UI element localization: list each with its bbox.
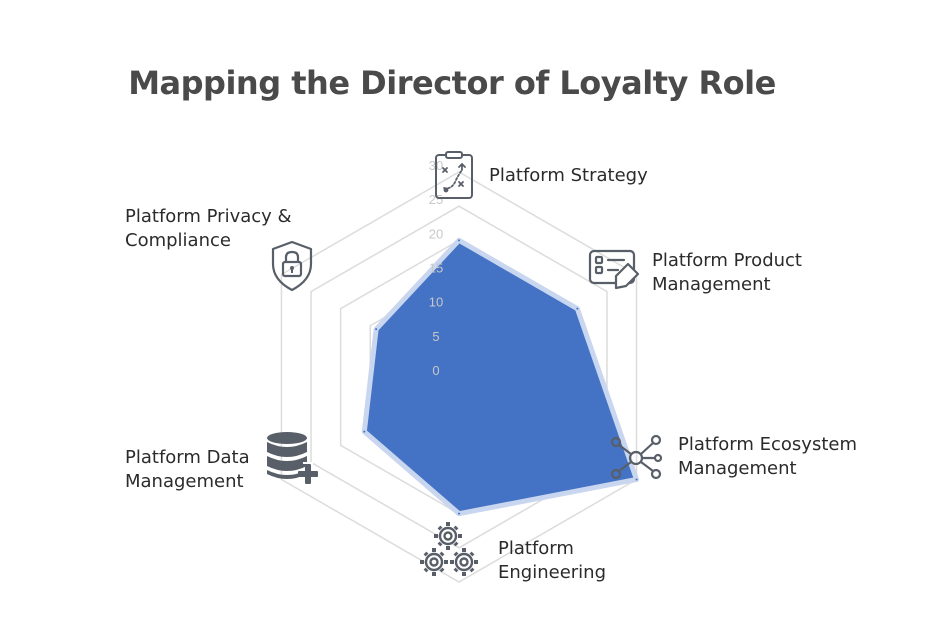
shield-lock-icon: [271, 240, 313, 292]
axis-label-platform-product-management: Platform Product Management: [652, 250, 802, 295]
tick-label-10: 10: [429, 295, 443, 310]
product-screen-icon: [588, 249, 640, 290]
data-point-2: [635, 478, 638, 481]
data-point-5: [375, 328, 378, 331]
tick-label-20: 20: [429, 226, 443, 241]
axis-label-platform-data-management: Platform Data Management: [125, 447, 250, 492]
network-icon: [610, 434, 662, 480]
axis-label-platform-ecosystem-management: Platform Ecosystem Management: [678, 434, 857, 479]
data-point-1: [576, 307, 579, 310]
grid-ring-25: [310, 205, 608, 549]
data-point-4: [363, 430, 366, 433]
axis-label-platform-strategy: Platform Strategy: [489, 165, 648, 186]
database-plus-icon: [267, 432, 318, 484]
chart-title: Mapping the Director of Loyalty Role: [128, 64, 776, 102]
data-point-0: [458, 239, 460, 242]
tick-label-5: 5: [432, 329, 439, 344]
tick-label-25: 25: [429, 192, 443, 207]
data-point-3: [458, 512, 460, 515]
tick-label-15: 15: [429, 261, 443, 276]
tick-label-0: 0: [432, 363, 439, 378]
axis-label-platform-engineering: Platform Engineering: [498, 538, 606, 583]
axis-label-platform-privacy-compliance: Platform Privacy & Compliance: [125, 206, 292, 251]
strategy-board-icon: [435, 151, 473, 199]
gears-icon: [420, 522, 478, 576]
radar-data: [361, 237, 640, 517]
